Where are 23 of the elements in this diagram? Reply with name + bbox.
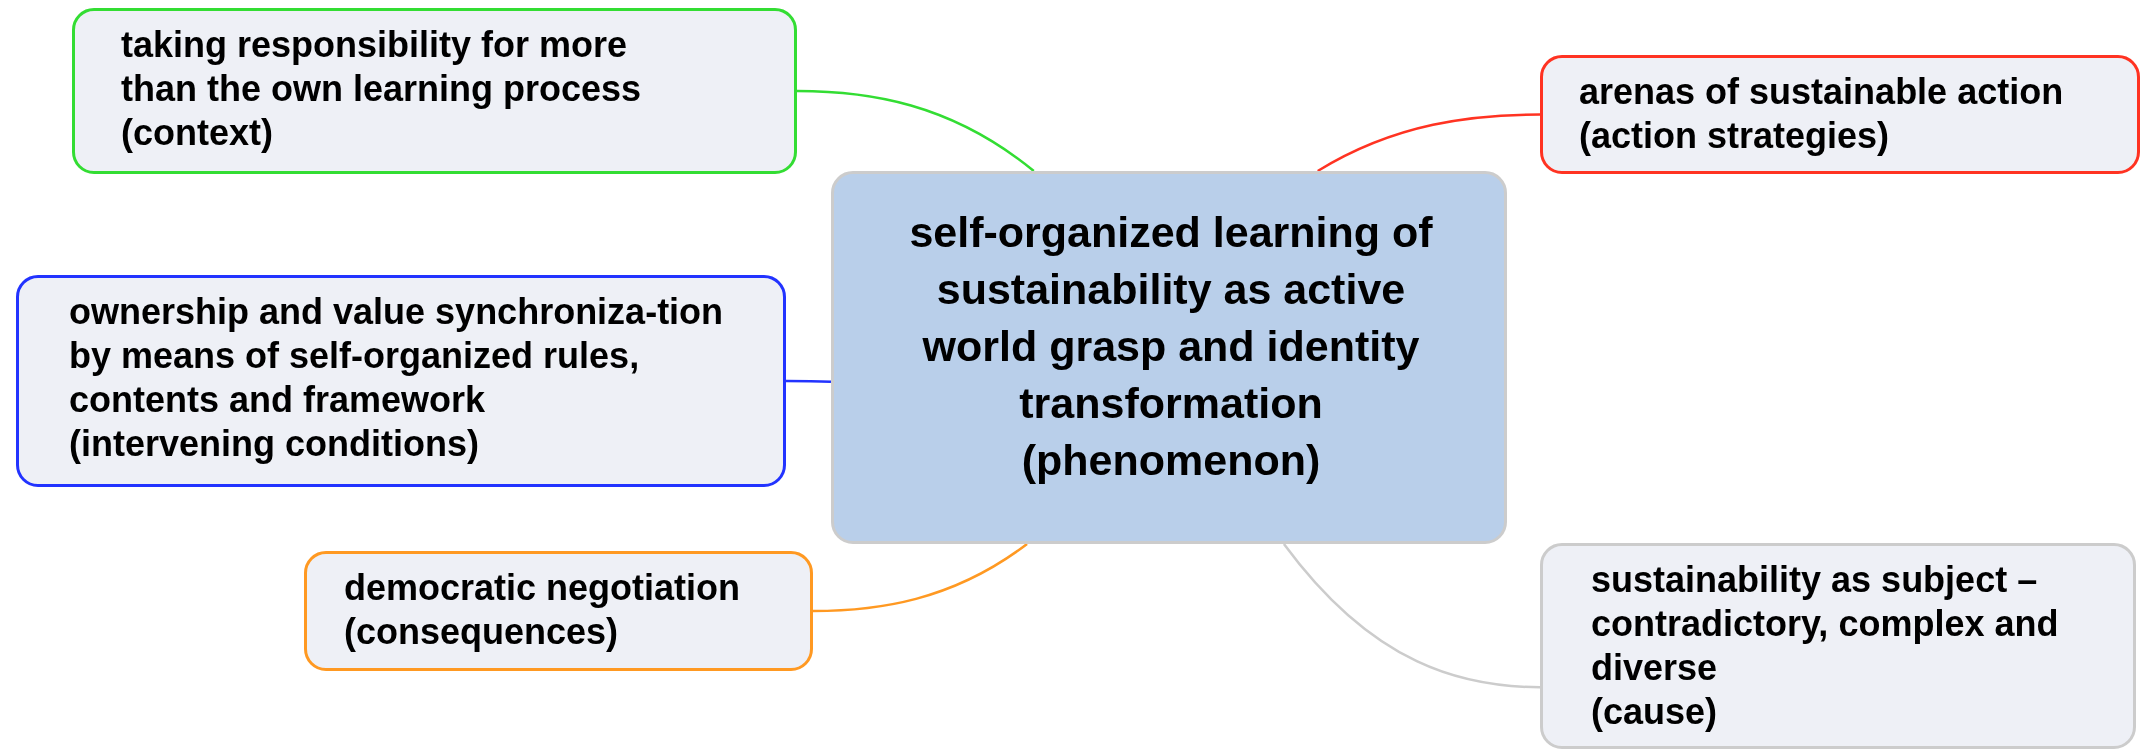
topic-text: taking responsibility for more than the own learning process [121,23,643,111]
topic-text: self-organized learning of sustainability as active world grasp and identity transformation [908,207,1434,429]
topic-text: ownership and value synchroniza-tion by means of self-organized rules, contents and framework [69,290,725,422]
category-text: (intervening conditions) [69,422,480,466]
topic-text: arenas of sustainable action [1579,70,2065,114]
branch-box [1540,543,2136,749]
central-topic-box [831,171,1507,544]
category-text: (action strategies) [1579,114,1891,158]
connector-curve [1282,543,1541,689]
topic-text: democratic negotiation [344,566,742,610]
category-text: (phenomenon) [1021,435,1321,486]
branch-box [72,8,797,174]
branch-box [16,275,786,487]
category-text: (cause) [1591,690,1719,734]
connector-curve [786,379,832,383]
category-text: (context) [121,111,274,155]
branch-box [1540,55,2140,174]
branch-box [304,551,813,671]
connector-curve [813,543,1028,613]
category-text: (consequences) [344,610,620,654]
topic-text: sustainability as subject – contradictory, complex and diverse [1591,558,2060,690]
connector-curve [1317,113,1540,173]
connector-curve [796,89,1035,172]
